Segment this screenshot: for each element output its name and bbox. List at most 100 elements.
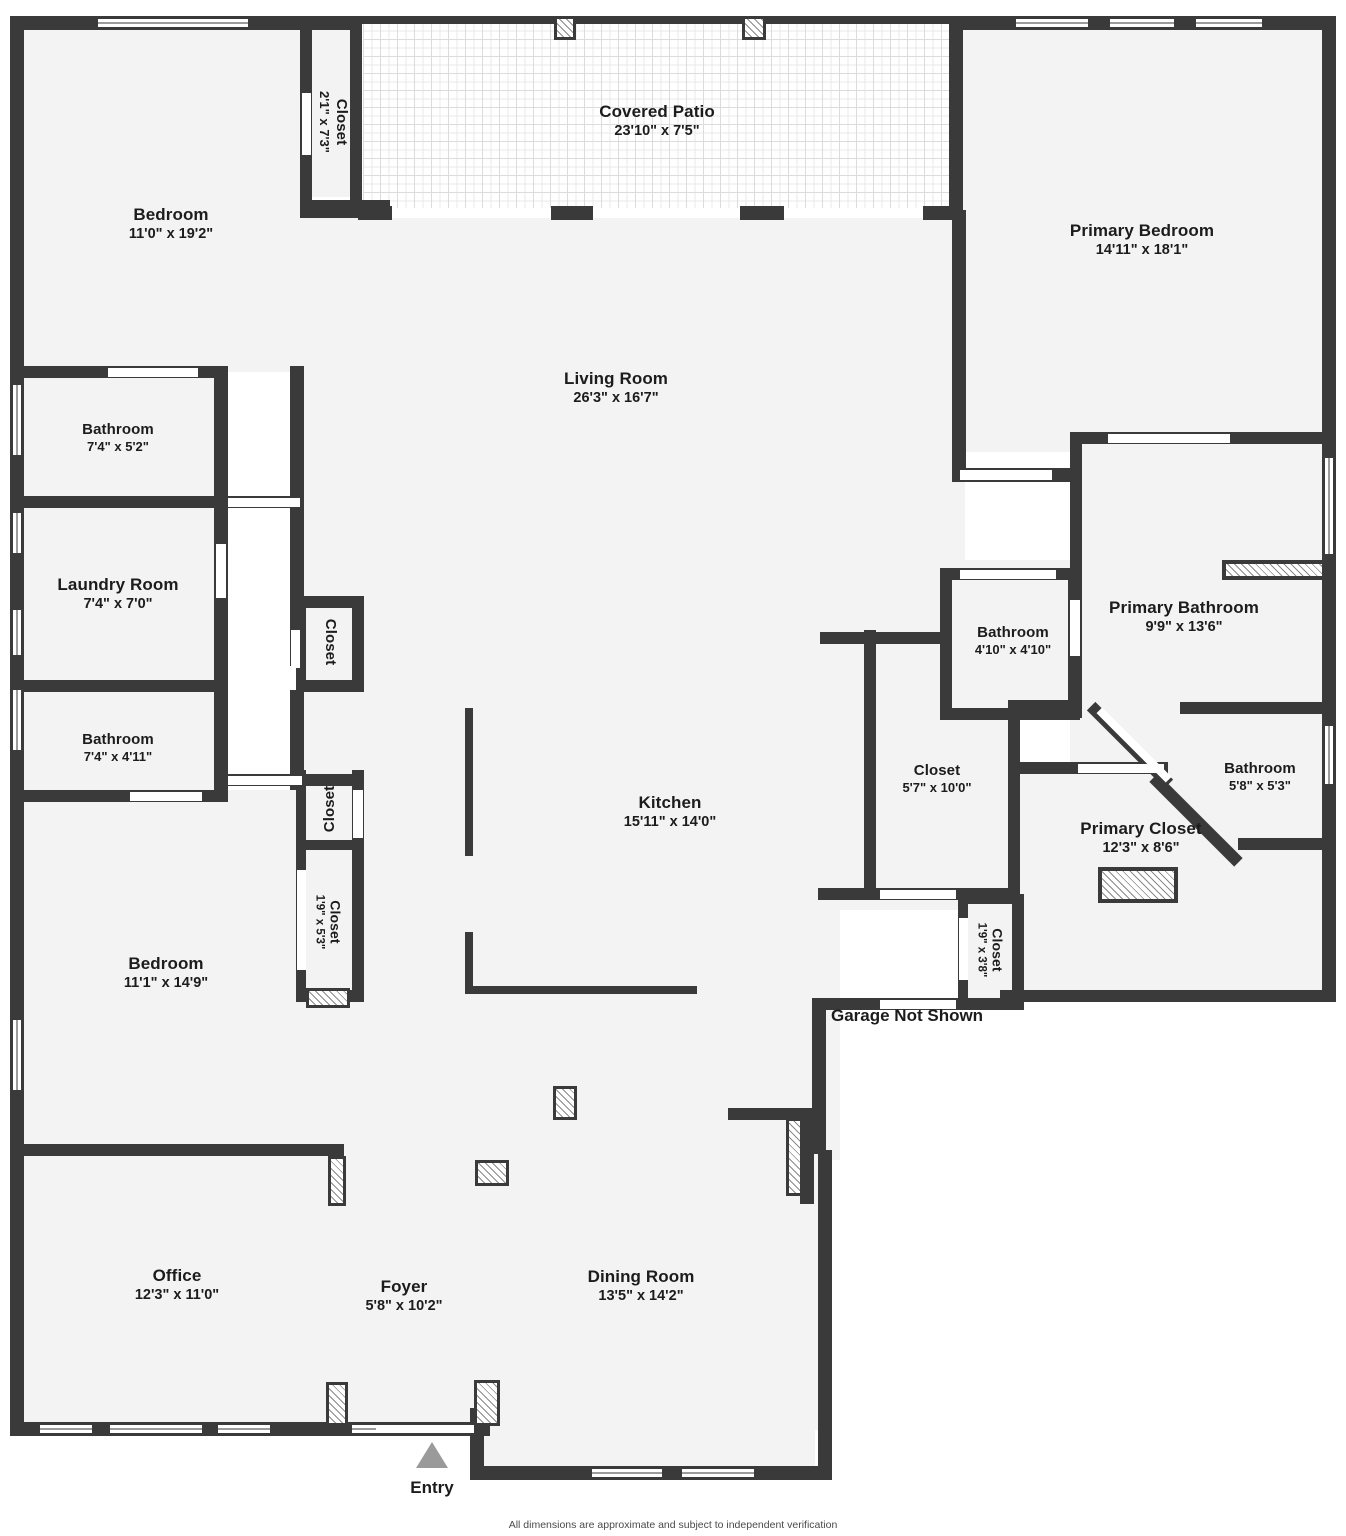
fixture-primary-closet-icon <box>1098 867 1178 903</box>
wall-primary-closet-top <box>1008 700 1082 712</box>
opening-bath-top-window <box>108 368 198 377</box>
wall-closet-hall2-bottom <box>296 840 364 850</box>
label-office: Office 12'3" x 11'0" <box>134 1265 220 1303</box>
label-bedroom-back: Bedroom 11'1" x 14'9" <box>123 953 209 991</box>
label-closet-hall: Closet <box>322 618 340 666</box>
floor-living-kitchen <box>300 210 840 1160</box>
opening-primary-closet-ext <box>1078 764 1164 773</box>
wall-closet-hall-right <box>352 596 364 692</box>
window-primary-top-1 <box>1016 18 1088 28</box>
wall-closet-mid-top <box>820 632 942 644</box>
entry-arrow-icon <box>416 1442 448 1468</box>
window-bedroom-back-left-2 <box>12 1020 22 1090</box>
label-laundry-room: Laundry Room 7'4" x 7'0" <box>57 574 179 612</box>
label-closet-garage: Closet 1'9" x 3'8" <box>975 922 1006 978</box>
label-kitchen: Kitchen 15'11" x 14'0" <box>623 792 717 830</box>
wall-dining-top <box>728 1108 818 1120</box>
wall-closet-mid-right <box>1008 708 1020 900</box>
opening-laundry <box>216 544 226 598</box>
wall-closet-hall2-left <box>296 770 306 850</box>
floor-left-baths <box>22 372 222 802</box>
window-primary-bath-right <box>1324 458 1334 554</box>
wall-laundry-bath-div <box>16 680 228 692</box>
window-laundry-left <box>12 513 22 553</box>
label-bathroom-corner: Bathroom 5'8" x 5'3" <box>1224 759 1296 794</box>
wall-patio-bottom-seg2 <box>551 206 593 220</box>
wall-bedroom-back-bottom <box>16 1144 342 1156</box>
wall-garage-left <box>812 998 826 1154</box>
window-primary-top-3 <box>1196 18 1262 28</box>
label-closet-bed-top: Closet 2'1" x 7'3" <box>316 91 351 153</box>
wall-closet-mid-left <box>864 630 876 898</box>
window-dining-bottom-2 <box>682 1468 754 1478</box>
label-closet-mid: Closet 5'7" x 10'0" <box>902 761 972 796</box>
wall-kitchen-bottom <box>465 986 697 994</box>
wall-patio-right <box>949 16 963 214</box>
wall-dining-left-upper <box>800 1108 814 1204</box>
opening-patio-door-1 <box>392 208 551 218</box>
wall-kitchen-left-upper <box>465 708 473 856</box>
window-office-bottom-2 <box>110 1424 202 1434</box>
door-foyer-left-icon <box>326 1382 348 1426</box>
floor-closet-bed-back <box>298 848 360 998</box>
opening-bath-top <box>228 498 300 507</box>
opening-closet-bed-top <box>302 93 311 155</box>
wall-closet-garage-top <box>958 894 1024 904</box>
opening-patio-door-3 <box>784 208 923 218</box>
label-closet-hall2: Closet <box>320 785 338 833</box>
opening-bath-mid-window <box>130 792 202 801</box>
label-closet-bed-back: Closet 1'9" x 5'3" <box>313 894 344 950</box>
opening-garage-divider <box>880 1000 956 1009</box>
wall-closet-top-right <box>350 22 362 212</box>
opening-closet-mid-bottom <box>880 890 956 899</box>
wall-primary-bed-left <box>952 210 966 478</box>
label-living-room: Living Room 26'3" x 16'7" <box>563 368 669 406</box>
label-bathroom-mid: Bathroom 7'4" x 4'11" <box>82 730 154 765</box>
opening-primary-bed-bottom <box>960 470 1052 480</box>
wall-bath-laundry-div <box>16 496 228 508</box>
floor-closet-garage <box>960 898 1022 1008</box>
wall-corridor-right-2 <box>290 690 304 790</box>
wall-patio-bottom-seg3 <box>740 206 784 220</box>
fixture-patio-left-icon <box>554 16 576 40</box>
disclaimer-text: All dimensions are approximate and subje… <box>508 1519 838 1531</box>
wall-primary-bottom <box>1000 990 1336 1002</box>
floor-dining <box>470 1150 815 1470</box>
label-primary-bedroom: Primary Bedroom 14'11" x 18'1" <box>1069 220 1215 258</box>
floor-bathroom-small <box>940 560 1080 720</box>
door-closet-backbed-icon <box>306 988 350 1008</box>
window-primary-top-2 <box>1110 18 1174 28</box>
wall-bath-mid-right <box>214 684 228 794</box>
floor-bedroom-front <box>22 22 302 372</box>
opening-primary-bath-top <box>1108 434 1230 443</box>
opening-bath-mid <box>228 776 302 785</box>
opening-closet-garage-left <box>959 918 968 980</box>
fixture-foyer-upper-icon <box>553 1086 577 1120</box>
door-foyer-right-icon <box>474 1380 500 1426</box>
window-bedroom-back-left <box>12 690 22 750</box>
wall-patio-top <box>358 16 962 24</box>
opening-closet-hall2 <box>353 790 363 838</box>
opening-closet-backbed <box>297 870 306 970</box>
floor-bedroom-back <box>22 790 312 1150</box>
window-bath-mid-left <box>12 610 22 655</box>
opening-entry-door <box>352 1424 474 1434</box>
opening-bathsmall-right <box>1070 600 1080 656</box>
fixture-patio-right-icon <box>742 16 766 40</box>
window-dining-bottom-1 <box>592 1468 662 1478</box>
opening-closet-hall <box>291 630 300 668</box>
garage-not-shown-note: Garage Not Shown <box>831 1006 984 1025</box>
label-primary-closet: Primary Closet 12'3" x 8'6" <box>1080 818 1202 856</box>
door-office-icon <box>328 1156 346 1206</box>
wall-closet-hall-top <box>296 596 364 608</box>
wall-baths-right <box>214 366 228 508</box>
opening-patio-door-2 <box>593 208 740 218</box>
wall-closet-hall-bottom <box>296 680 364 692</box>
wall-patio-bottom-seg1 <box>358 206 392 220</box>
wall-closet-garage-right <box>1012 894 1024 1010</box>
label-dining-room: Dining Room 13'5" x 14'2" <box>587 1266 695 1304</box>
fixture-primary-bath-tub-icon <box>1222 560 1326 580</box>
covered-patio-surface <box>363 22 955 212</box>
window-office-bottom-3 <box>218 1424 270 1434</box>
